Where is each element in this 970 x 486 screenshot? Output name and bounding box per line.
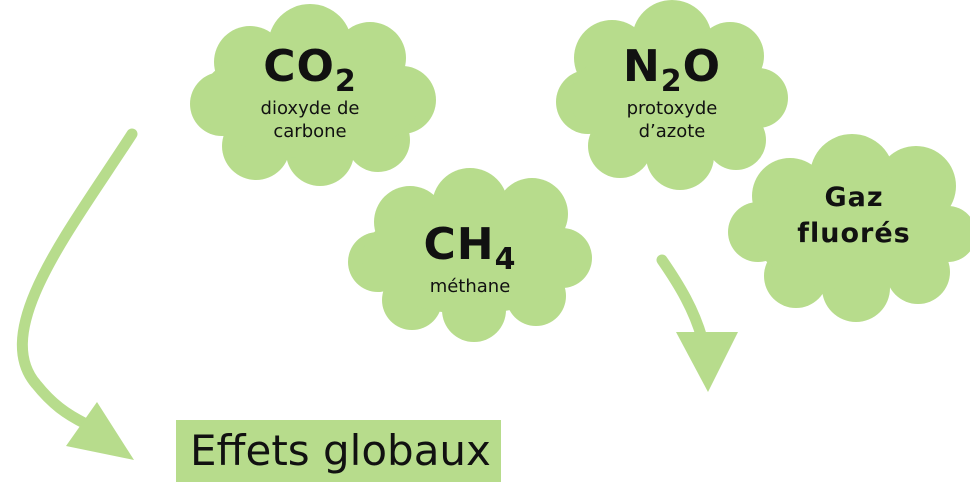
- n2o-name-line2: d’azote: [638, 120, 706, 142]
- gaz-line2: fluorés: [797, 218, 911, 250]
- cloud-n2o: [556, 0, 788, 190]
- ch4-name-line1: méthane: [429, 276, 511, 298]
- co2-formula: CO2: [263, 41, 357, 99]
- n2o-name-line1: protoxyde: [626, 98, 718, 120]
- n2o-label: N2O protoxyde d’azote: [582, 41, 762, 143]
- arrow-right-head: [676, 332, 738, 392]
- gaz-line1: Gaz: [824, 182, 884, 213]
- arrow-left-head: [66, 402, 134, 460]
- effets-globaux-label: Effets globaux: [176, 420, 501, 482]
- gaz-fluores-label: Gaz fluorés: [764, 180, 944, 253]
- cloud-ch4: [348, 168, 592, 342]
- arrow-left-curve: [16, 128, 138, 430]
- co2-label: CO2 dioxyde de carbone: [220, 41, 400, 143]
- arrow-right-curve: [656, 254, 708, 344]
- co2-name-line2: carbone: [273, 120, 347, 142]
- n2o-formula: N2O: [622, 41, 722, 99]
- cloud-gaz-fluores: [728, 134, 970, 322]
- co2-name-line1: dioxyde de: [260, 98, 360, 120]
- ch4-formula: CH4: [423, 219, 517, 277]
- cloud-co2: [190, 4, 436, 186]
- ch4-label: CH4 méthane: [380, 219, 560, 299]
